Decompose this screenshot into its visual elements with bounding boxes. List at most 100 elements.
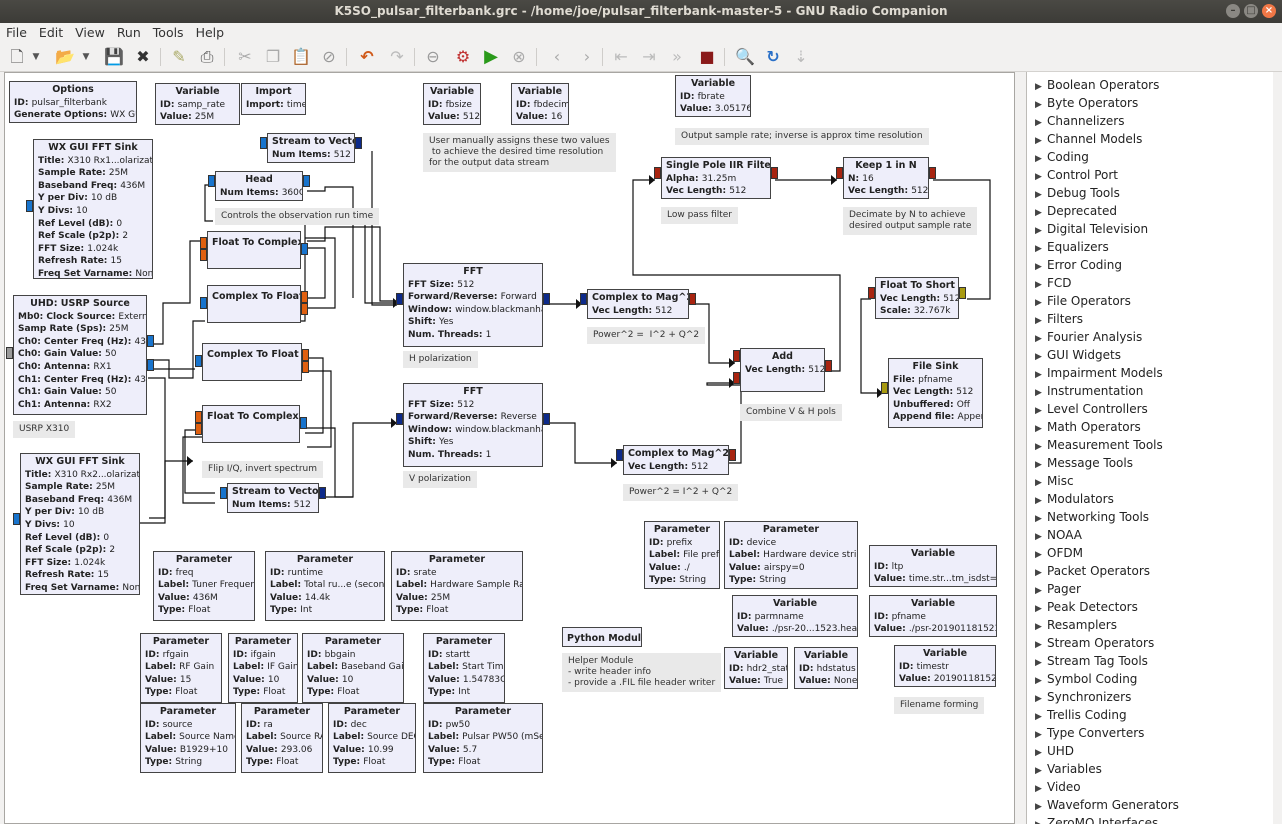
reload-icon[interactable]: ↻: [766, 47, 780, 66]
redo-icon[interactable]: ↷: [390, 47, 404, 66]
library-category[interactable]: ▶Channelizers: [1027, 112, 1282, 130]
expand-arrow-icon[interactable]: ▶: [1035, 784, 1042, 794]
more-icon[interactable]: ⇣: [794, 47, 808, 66]
expand-arrow-icon[interactable]: ▶: [1035, 208, 1042, 218]
port[interactable]: [868, 287, 875, 299]
library-category[interactable]: ▶Waveform Generators: [1027, 796, 1282, 814]
library-category[interactable]: ▶Math Operators: [1027, 418, 1282, 436]
expand-arrow-icon[interactable]: ▶: [1035, 550, 1042, 560]
menu-tools[interactable]: Tools: [152, 25, 184, 40]
library-category[interactable]: ▶Stream Operators: [1027, 634, 1282, 652]
port[interactable]: [396, 413, 403, 425]
port[interactable]: [654, 167, 661, 179]
expand-arrow-icon[interactable]: ▶: [1035, 172, 1042, 182]
library-category[interactable]: ▶Synchronizers: [1027, 688, 1282, 706]
enable-icon[interactable]: ⇤: [614, 47, 628, 66]
undo-icon[interactable]: ↶: [360, 47, 374, 66]
expand-arrow-icon[interactable]: ▶: [1035, 442, 1042, 452]
port[interactable]: [729, 449, 736, 461]
maximize-button[interactable]: □: [1244, 4, 1258, 18]
library-scrollbar[interactable]: [1273, 72, 1282, 824]
expand-arrow-icon[interactable]: ▶: [1035, 280, 1042, 290]
expand-arrow-icon[interactable]: ▶: [1035, 460, 1042, 470]
library-category[interactable]: ▶NOAA: [1027, 526, 1282, 544]
library-category[interactable]: ▶Deprecated: [1027, 202, 1282, 220]
expand-arrow-icon[interactable]: ▶: [1035, 82, 1042, 92]
library-category[interactable]: ▶Level Controllers: [1027, 400, 1282, 418]
block-f2c1[interactable]: Float To Complex: [207, 231, 301, 269]
port[interactable]: [355, 137, 362, 149]
close-window-button[interactable]: ×: [1262, 4, 1276, 18]
port[interactable]: [396, 293, 403, 305]
expand-arrow-icon[interactable]: ▶: [1035, 478, 1042, 488]
expand-arrow-icon[interactable]: ▶: [1035, 424, 1042, 434]
expand-arrow-icon[interactable]: ▶: [1035, 748, 1042, 758]
block-c2f2[interactable]: Complex To Float: [202, 343, 302, 381]
expand-arrow-icon[interactable]: ▶: [1035, 568, 1042, 578]
menu-run[interactable]: Run: [116, 25, 141, 40]
run-icon[interactable]: ▶: [484, 46, 498, 67]
port[interactable]: [616, 449, 623, 461]
menu-view[interactable]: View: [75, 25, 105, 40]
library-category[interactable]: ▶Message Tools: [1027, 454, 1282, 472]
library-category[interactable]: ▶Channel Models: [1027, 130, 1282, 148]
expand-arrow-icon[interactable]: ▶: [1035, 532, 1042, 542]
port[interactable]: [195, 423, 202, 435]
library-category[interactable]: ▶ZeroMQ Interfaces: [1027, 814, 1282, 824]
library-category[interactable]: ▶Networking Tools: [1027, 508, 1282, 526]
port[interactable]: [302, 349, 309, 361]
expand-arrow-icon[interactable]: ▶: [1035, 262, 1042, 272]
library-category[interactable]: ▶Variables: [1027, 760, 1282, 778]
library-category[interactable]: ▶Measurement Tools: [1027, 436, 1282, 454]
library-category[interactable]: ▶Modulators: [1027, 490, 1282, 508]
block-f2c2[interactable]: Float To Complex: [202, 405, 300, 443]
library-category[interactable]: ▶Resamplers: [1027, 616, 1282, 634]
library-category[interactable]: ▶OFDM: [1027, 544, 1282, 562]
port[interactable]: [200, 249, 207, 261]
port[interactable]: [319, 487, 326, 499]
paste-icon[interactable]: 📋: [291, 47, 311, 66]
print-icon[interactable]: ⎙: [200, 47, 214, 66]
kill-icon[interactable]: ■: [699, 47, 715, 66]
bypass-icon[interactable]: ⇥: [642, 47, 656, 66]
port[interactable]: [147, 335, 154, 347]
library-category[interactable]: ▶Peak Detectors: [1027, 598, 1282, 616]
expand-arrow-icon[interactable]: ▶: [1035, 298, 1042, 308]
library-category[interactable]: ▶Packet Operators: [1027, 562, 1282, 580]
expand-arrow-icon[interactable]: ▶: [1035, 316, 1042, 326]
expand-arrow-icon[interactable]: ▶: [1035, 352, 1042, 362]
expand-arrow-icon[interactable]: ▶: [1035, 658, 1042, 668]
expand-arrow-icon[interactable]: ▶: [1035, 118, 1042, 128]
expand-arrow-icon[interactable]: ▶: [1035, 406, 1042, 416]
port[interactable]: [220, 487, 227, 499]
expand-arrow-icon[interactable]: ▶: [1035, 190, 1042, 200]
library-category[interactable]: ▶Boolean Operators: [1027, 76, 1282, 94]
port[interactable]: [543, 293, 550, 305]
block-pymod[interactable]: Python Module: [562, 627, 642, 647]
canvas-scrollbar[interactable]: [1015, 72, 1024, 824]
port[interactable]: [200, 237, 207, 249]
save-icon[interactable]: 💾: [104, 47, 124, 66]
expand-arrow-icon[interactable]: ▶: [1035, 100, 1042, 110]
port[interactable]: [195, 411, 202, 423]
open-dropdown-icon[interactable]: ▼: [82, 52, 90, 62]
port[interactable]: [26, 200, 33, 212]
